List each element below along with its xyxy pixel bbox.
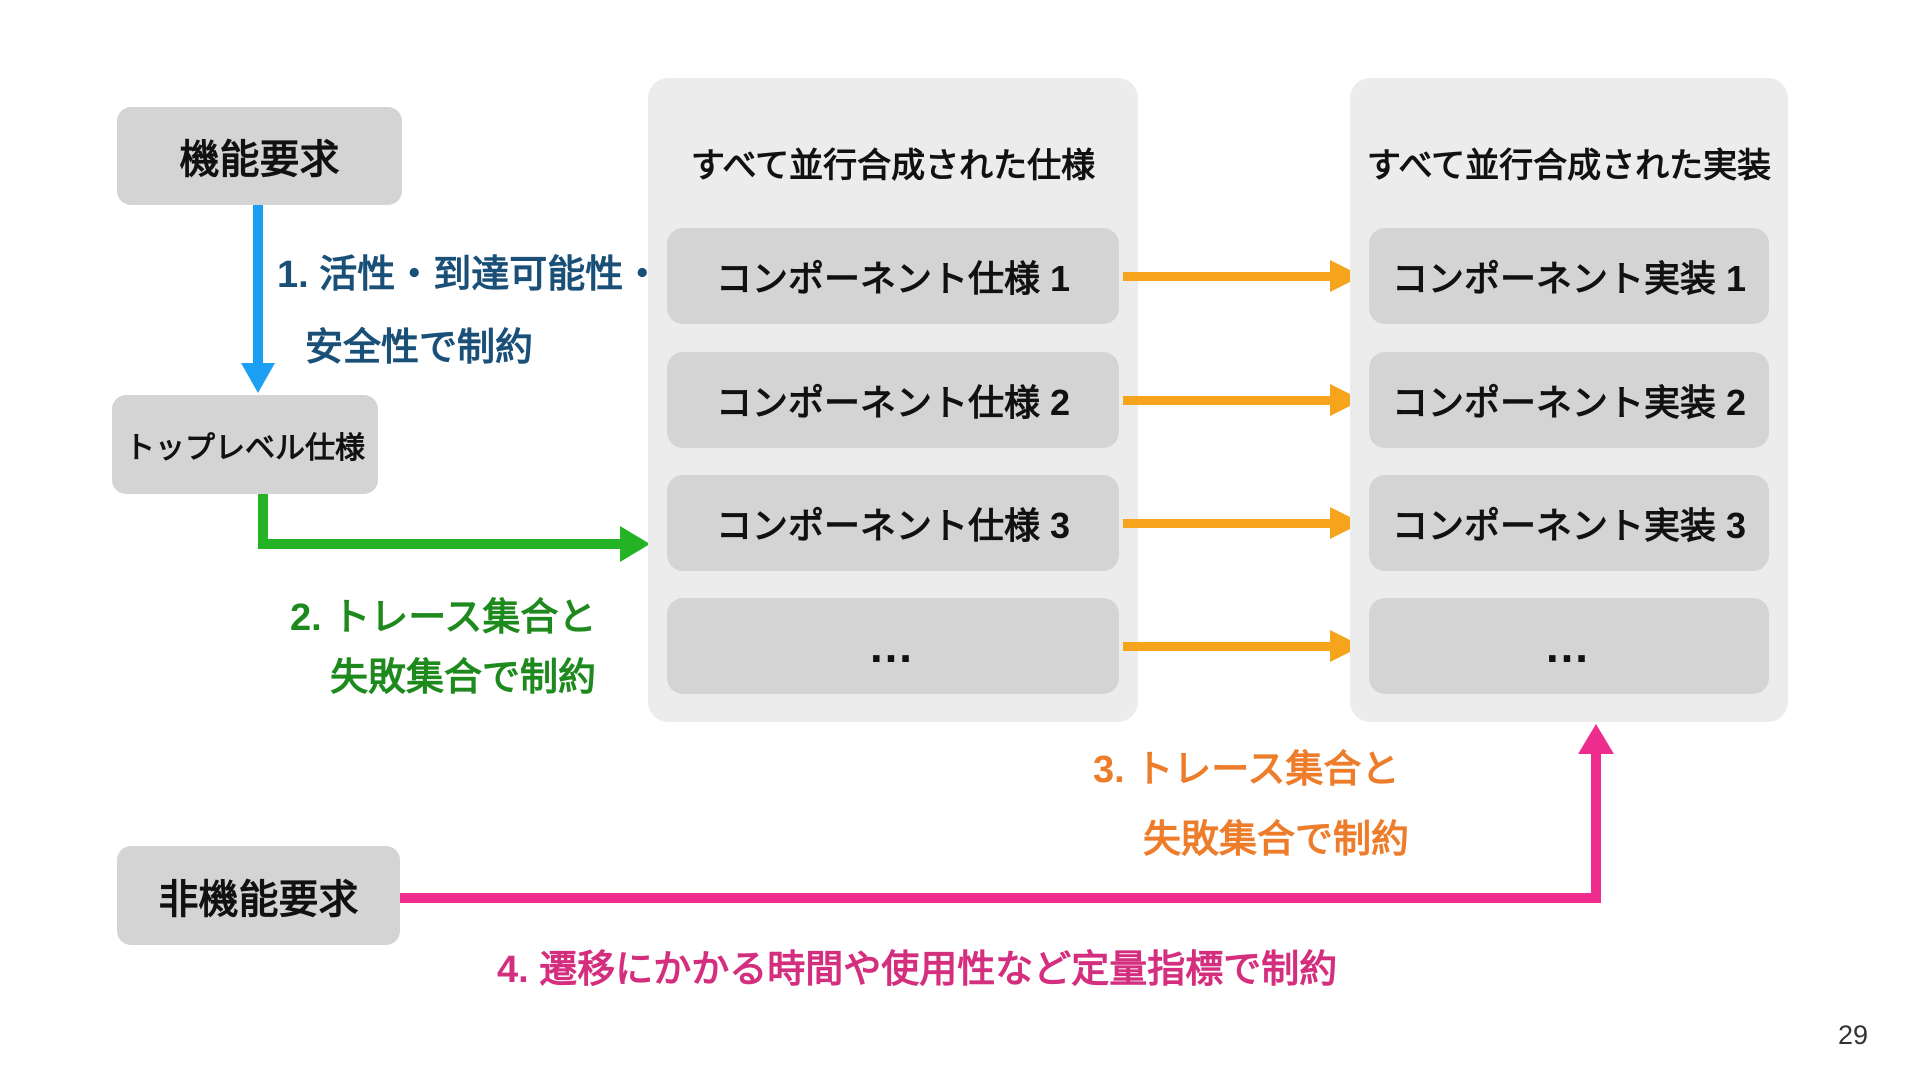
component-spec-3-box: コンポーネント仕様 3 (667, 475, 1119, 571)
pink-arrow-shaft-vertical (1591, 752, 1601, 903)
non-functional-requirements-box: 非機能要求 (117, 846, 400, 945)
step1-label-line1: 1. 活性・到達可能性・ (277, 254, 662, 296)
step3-label-line2: 失敗集合で制約 (1143, 819, 1410, 861)
impl-panel: すべて並行合成された実装 コンポーネント実装 1 コンポーネント実装 2 コンポ… (1350, 78, 1788, 722)
page-number: 29 (1838, 1020, 1869, 1050)
functional-requirements-label: 機能要求 (179, 138, 340, 182)
pink-arrow-shaft-horizontal (400, 893, 1596, 903)
step4-label: 4. 遷移にかかる時間や使用性など定量指標で制約 (497, 949, 1338, 991)
orange-arrow-shaft-1 (1123, 272, 1330, 281)
component-spec-1-box: コンポーネント仕様 1 (667, 228, 1119, 324)
top-level-spec-label: トップレベル仕様 (125, 431, 365, 465)
component-spec-ellipsis-box: … (667, 598, 1119, 694)
impl-panel-title: すべて並行合成された実装 (1366, 147, 1772, 185)
non-functional-requirements-label: 非機能要求 (158, 877, 359, 922)
blue-arrow-down-icon (241, 363, 275, 393)
top-level-spec-box: トップレベル仕様 (112, 395, 378, 494)
functional-requirements-box: 機能要求 (117, 107, 402, 205)
orange-arrow-shaft-3 (1123, 519, 1330, 528)
green-arrow-shaft-horizontal (258, 539, 620, 549)
step2-label-line2: 失敗集合で制約 (330, 657, 597, 699)
orange-arrow-shaft-4 (1123, 642, 1330, 651)
component-impl-1-box: コンポーネント実装 1 (1369, 228, 1769, 324)
green-arrow-shaft-vertical (258, 494, 268, 549)
component-spec-2-box: コンポーネント仕様 2 (667, 352, 1119, 448)
spec-panel-title: すべて並行合成された仕様 (690, 147, 1096, 185)
pink-arrow-up-icon (1578, 724, 1614, 754)
step3-label-line1: 3. トレース集合と (1093, 749, 1400, 791)
step2-label-line1: 2. トレース集合と (290, 597, 597, 639)
component-impl-3-box: コンポーネント実装 3 (1369, 475, 1769, 571)
spec-panel: すべて並行合成された仕様 コンポーネント仕様 1 コンポーネント仕様 2 コンポ… (648, 78, 1138, 722)
step1-label-line2: 安全性で制約 (305, 327, 534, 369)
component-impl-ellipsis-box: … (1369, 598, 1769, 694)
component-impl-2-box: コンポーネント実装 2 (1369, 352, 1769, 448)
orange-arrow-shaft-2 (1123, 396, 1330, 405)
blue-arrow-shaft (253, 205, 263, 365)
green-arrow-right-icon (620, 526, 650, 562)
